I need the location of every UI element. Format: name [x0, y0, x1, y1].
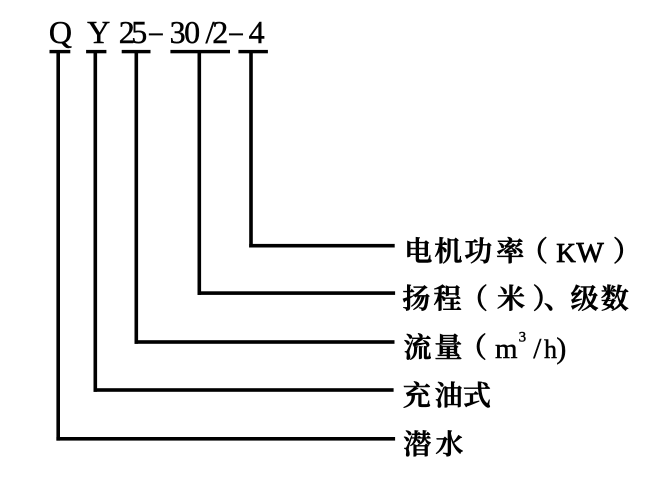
svg-text:Q: Q: [49, 14, 72, 50]
svg-text:5: 5: [131, 14, 147, 50]
svg-text:W: W: [576, 237, 604, 269]
svg-text:2: 2: [119, 14, 135, 50]
svg-text:2: 2: [212, 14, 228, 50]
svg-text:3: 3: [170, 14, 186, 50]
svg-text:/: /: [533, 333, 542, 365]
svg-text:3: 3: [519, 330, 527, 346]
svg-text:m: m: [495, 333, 518, 365]
svg-text:4: 4: [249, 14, 265, 50]
svg-text:–: –: [228, 18, 243, 47]
svg-text:0: 0: [184, 14, 200, 50]
svg-text:Y: Y: [87, 14, 110, 50]
svg-text:–: –: [148, 18, 163, 47]
svg-text:): ): [556, 332, 566, 365]
svg-text:/: /: [206, 14, 215, 50]
svg-text:K: K: [556, 238, 576, 268]
svg-text:h: h: [544, 335, 557, 364]
